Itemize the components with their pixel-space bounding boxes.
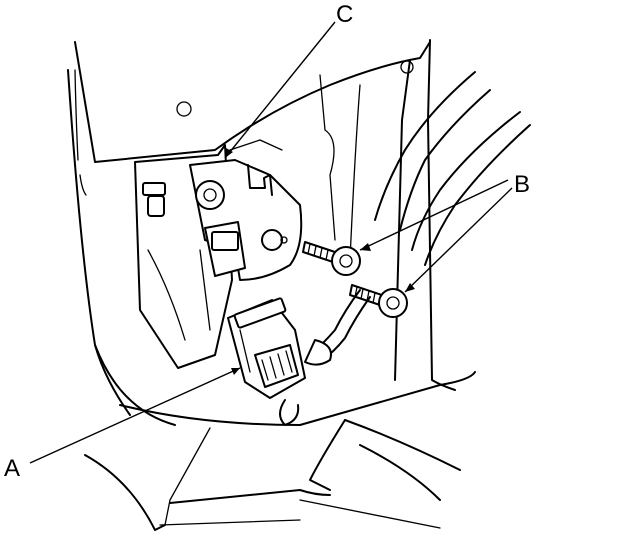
upper-body-panel (74, 41, 431, 163)
callout-c-label: C (336, 1, 353, 28)
arrowhead-b-upper (360, 243, 371, 251)
pigtail-wire (279, 289, 371, 426)
bolt-b-lower (349, 284, 408, 318)
leader-a (29, 367, 241, 464)
bolt-b-upper (302, 241, 361, 276)
leader-lines (29, 21, 513, 464)
panel-hole (176, 101, 192, 117)
sensor-c (189, 139, 303, 281)
arrowhead-b-lower (405, 283, 415, 292)
leader-b-lower (404, 187, 513, 293)
arrowhead-a (231, 368, 240, 375)
callout-a-label: A (4, 455, 20, 482)
right-pillar (319, 39, 456, 391)
arrowhead-c (225, 148, 233, 158)
left-inner-edge (74, 69, 79, 161)
lower-body (84, 344, 476, 531)
leader-b-upper (359, 179, 509, 251)
callout-b-label: B (514, 171, 530, 198)
leader-c (224, 21, 336, 159)
panel-hole-right (400, 60, 414, 74)
connector-a (227, 297, 306, 399)
left-body-edge (67, 69, 131, 416)
arrowheads (225, 148, 415, 375)
